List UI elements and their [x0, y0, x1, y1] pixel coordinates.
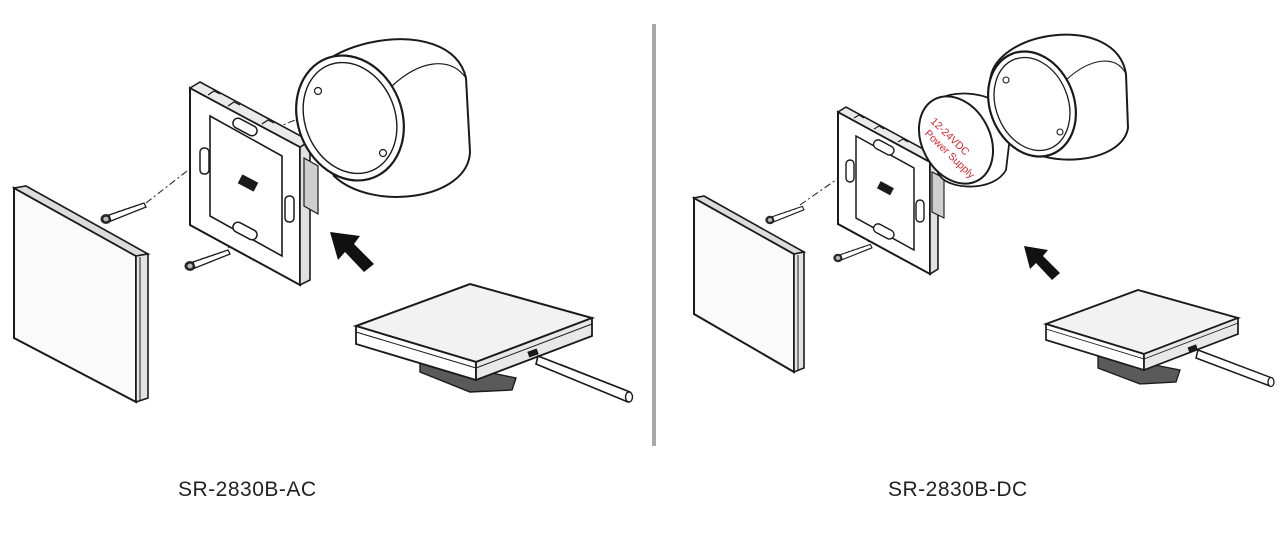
dc-front-panel [691, 195, 807, 374]
screwdriver-icon [1195, 349, 1275, 388]
dc-switch-module [1043, 289, 1242, 385]
screw-icon [832, 243, 873, 263]
install-direction-arrow-icon [330, 232, 374, 272]
ac-mounting-frame [188, 81, 319, 287]
dc-power-supply: 12-24VDC Power Supply [918, 92, 1013, 188]
install-direction-arrow-icon [1024, 246, 1060, 280]
screwdriver-icon [535, 354, 634, 404]
ac-assembly [11, 38, 634, 404]
screw-icon [764, 205, 805, 225]
dc-wall-box [987, 33, 1130, 161]
screw-icon [99, 202, 147, 225]
screw-icon [183, 249, 231, 272]
model-caption-ac: SR-2830B-AC [178, 478, 317, 501]
ac-wall-box [295, 38, 472, 198]
ac-front-panel [11, 185, 151, 404]
ac-switch-module [352, 282, 596, 393]
model-caption-dc: SR-2830B-DC [888, 478, 1028, 501]
dc-mounting-frame [836, 106, 945, 276]
dc-assembly: 12-24VDC Power Supply [691, 33, 1275, 388]
